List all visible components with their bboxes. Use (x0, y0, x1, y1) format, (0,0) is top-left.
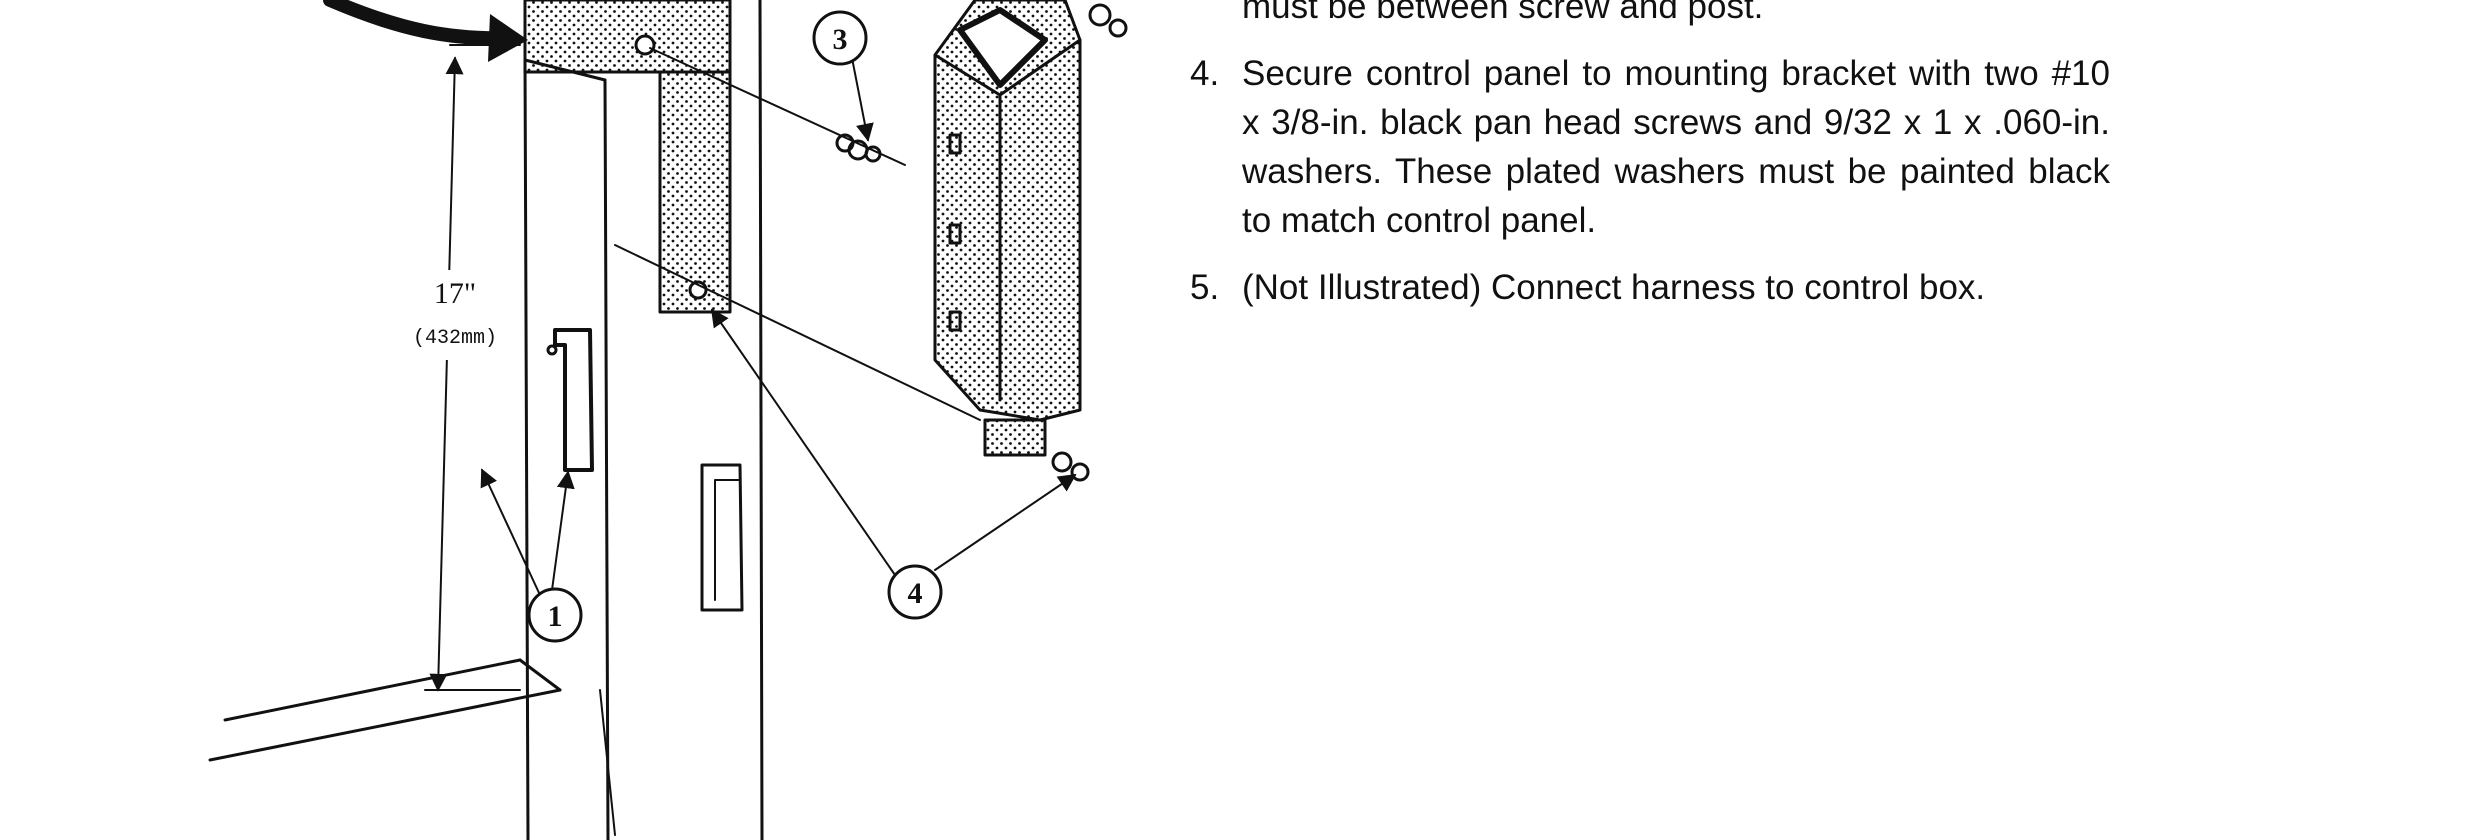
bracket-hole (546, 344, 558, 356)
screw-washer-corner (1088, 3, 1128, 38)
callout-1: 1 (527, 587, 583, 643)
step-number: 5. (1190, 268, 1220, 307)
instruction-steps: must be between screw and post. 4. Secur… (1190, 0, 2110, 330)
callout-3: 3 (812, 10, 868, 66)
dimension-line (424, 44, 521, 692)
mounting-diagram: 1 3 4 17" (432mm) (208, 0, 1128, 840)
step-number: 4. (1190, 54, 1220, 93)
lower-bracket-left (553, 328, 594, 472)
center-line-bottom (614, 244, 981, 421)
step-text: (Not Illustrated) Connect harness to con… (1242, 268, 1986, 307)
svg-text:1: 1 (548, 600, 563, 633)
callout-4: 4 (887, 564, 943, 620)
svg-text:4: 4 (908, 577, 923, 610)
screw-washer-top (835, 133, 882, 163)
svg-text:3: 3 (833, 23, 848, 56)
mounting-bracket (523, 0, 732, 314)
lower-bracket-right (700, 463, 744, 612)
dimension-value: 17" (434, 277, 476, 310)
step-4: 4. Secure control panel to mounting brac… (1190, 49, 2110, 245)
dimension-metric: (432mm) (413, 327, 497, 350)
floor-edge (208, 658, 562, 762)
control-panel (933, 0, 1082, 457)
screw-washer-bottom (1051, 451, 1090, 482)
pointer-arrow (323, 0, 528, 62)
step-text: Secure control panel to mounting bracket… (1242, 54, 2110, 240)
center-line-top (649, 47, 906, 166)
step-continued: must be between screw and post. (1190, 0, 2110, 31)
step-5: 5. (Not Illustrated) Connect harness to … (1190, 263, 2110, 312)
step-text: must be between screw and post. (1242, 0, 1764, 26)
